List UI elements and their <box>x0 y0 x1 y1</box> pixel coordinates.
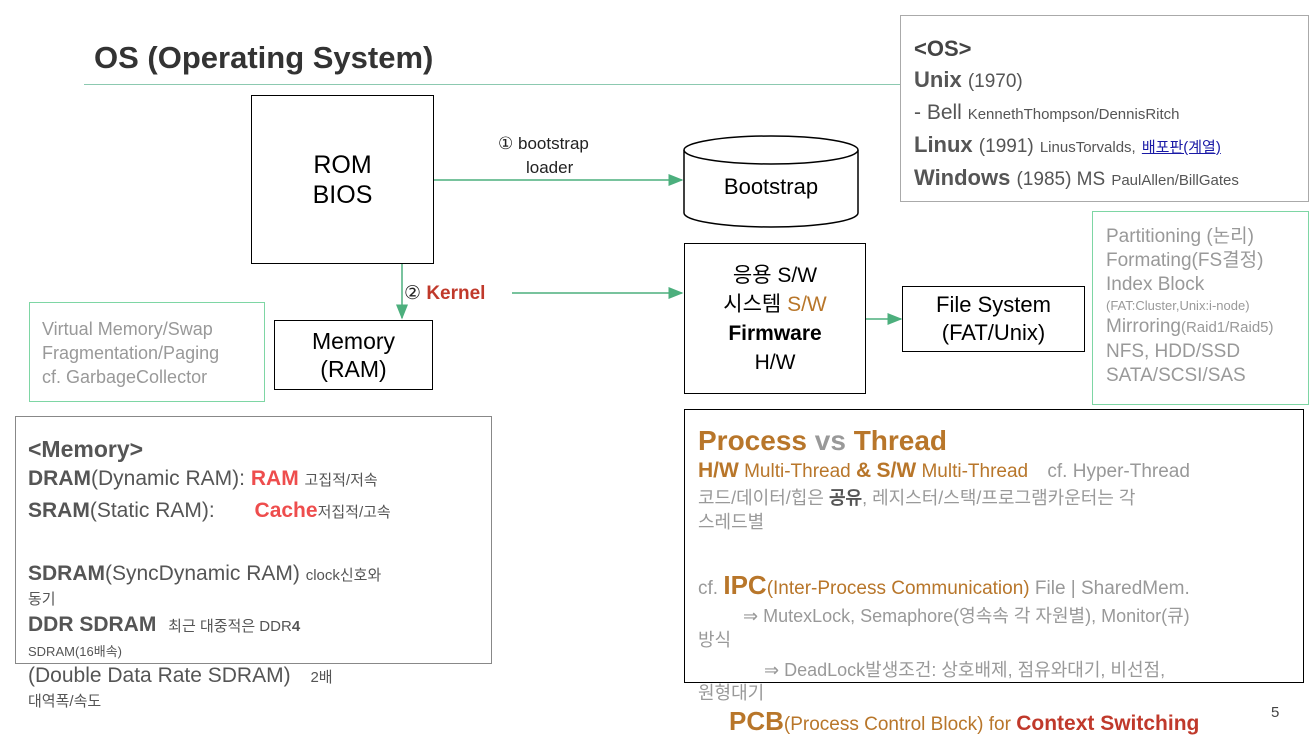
title-underline <box>84 84 900 85</box>
process-thread-content: Process vs Thread H/W Multi-Thread & S/W… <box>698 425 1190 703</box>
memory-types-content: <Memory> DRAM(Dynamic RAM): RAM 고집적/저속 S… <box>28 436 391 710</box>
os-heading: <OS> <box>914 36 972 61</box>
file-system-notes: Partitioning (논리) Formating(FS결정) Index … <box>1092 211 1309 405</box>
memory-box: Memory (RAM) <box>274 320 433 390</box>
rom-bios-box: ROM BIOS <box>251 95 434 264</box>
page-title: OS (Operating System) <box>94 40 434 75</box>
bootstrap-loader-label: ① bootstrap loader <box>498 134 589 177</box>
distribution-link[interactable]: 배포판(계열) <box>1141 139 1221 156</box>
virtual-memory-notes: Virtual Memory/Swap Fragmentation/Paging… <box>29 302 265 402</box>
bootstrap-label: Bootstrap <box>723 174 819 199</box>
software-stack-box: 응용 S/W 시스템 S/W Firmware H/W <box>684 243 866 394</box>
file-system-box: File System (FAT/Unix) <box>902 286 1085 352</box>
rom-label: ROM <box>313 150 372 179</box>
os-history-box: <OS> Unix (1970) - Bell KennethThompson/… <box>900 15 1309 202</box>
memory-types-panel <box>15 416 492 664</box>
kernel-label: ② Kernel <box>404 283 486 304</box>
process-thread-panel <box>684 409 1304 683</box>
bios-label: BIOS <box>312 180 373 209</box>
pcb-line: PCB(Process Control Block) for Context S… <box>729 706 1200 736</box>
page-number: 5 <box>1271 704 1280 721</box>
bootstrap-cylinder <box>683 135 859 228</box>
